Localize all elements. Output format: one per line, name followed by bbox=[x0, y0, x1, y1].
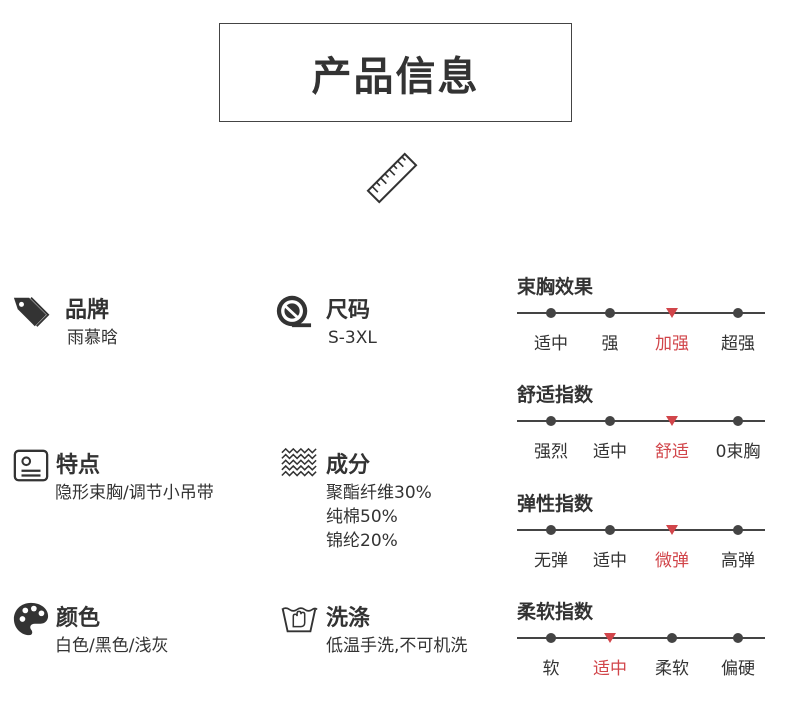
material-label: 成分 bbox=[326, 453, 371, 478]
scale-dot bbox=[733, 633, 743, 643]
scale-option: 偏硬 bbox=[721, 659, 755, 679]
label-card-icon bbox=[13, 449, 49, 482]
scale-dot bbox=[605, 525, 615, 535]
scale-line bbox=[517, 529, 765, 531]
wash-value: 低温手洗,不可机洗 bbox=[326, 636, 468, 656]
ruler-icon bbox=[366, 152, 418, 204]
field-features: 特点 隐形束胸/调节小吊带 bbox=[12, 447, 262, 507]
scale-option: 0束胸 bbox=[715, 442, 761, 462]
scale-elasticity: 弹性指数 无弹 适中 微弹 高弹 bbox=[517, 489, 765, 579]
scale-dot bbox=[605, 308, 615, 318]
selected-marker-icon bbox=[666, 525, 678, 535]
color-label: 颜色 bbox=[56, 606, 101, 631]
scale-dot bbox=[733, 308, 743, 318]
brand-label: 品牌 bbox=[65, 298, 110, 323]
field-color: 颜色 白色/黑色/浅灰 bbox=[12, 600, 232, 660]
scale-title: 弹性指数 bbox=[517, 493, 594, 515]
material-value-1: 聚酯纤维30% bbox=[326, 483, 432, 503]
size-label: 尺码 bbox=[326, 298, 371, 323]
material-value-2: 纯棉50% bbox=[326, 507, 398, 527]
scale-option: 适中 bbox=[593, 442, 627, 462]
hand-wash-icon bbox=[281, 607, 318, 633]
scale-option: 适中 bbox=[534, 334, 568, 354]
scale-comfort: 舒适指数 强烈 适中 舒适 0束胸 bbox=[517, 380, 765, 470]
fabric-icon bbox=[281, 447, 317, 477]
scale-dot bbox=[546, 633, 556, 643]
scale-option: 无弹 bbox=[534, 551, 568, 571]
scale-dot bbox=[605, 416, 615, 426]
scale-dot bbox=[733, 525, 743, 535]
wash-label: 洗涤 bbox=[326, 606, 371, 631]
selected-marker-icon bbox=[666, 308, 678, 318]
brand-value: 雨慕晗 bbox=[67, 328, 118, 348]
scale-option: 柔软 bbox=[655, 659, 689, 679]
scale-dot bbox=[733, 416, 743, 426]
scale-option-selected: 适中 bbox=[593, 659, 627, 679]
palette-icon bbox=[13, 602, 49, 636]
scale-title: 柔软指数 bbox=[517, 601, 594, 623]
size-value: S-3XL bbox=[328, 328, 377, 348]
features-value: 隐形束胸/调节小吊带 bbox=[55, 483, 214, 503]
scale-option: 高弹 bbox=[721, 551, 755, 571]
scale-title: 舒适指数 bbox=[517, 384, 594, 406]
scale-option: 软 bbox=[542, 659, 560, 679]
field-wash: 洗涤 低温手洗,不可机洗 bbox=[280, 600, 500, 660]
selected-marker-icon bbox=[604, 633, 616, 643]
scale-softness: 柔软指数 软 适中 柔软 偏硬 bbox=[517, 597, 765, 687]
title-box: 产品信息 bbox=[219, 23, 572, 122]
field-material: 成分 聚酯纤维30% 纯棉50% 锦纶20% bbox=[280, 447, 480, 557]
color-value: 白色/黑色/浅灰 bbox=[55, 636, 169, 656]
scale-dot bbox=[546, 416, 556, 426]
tag-icon bbox=[13, 297, 50, 327]
scale-option-selected: 微弹 bbox=[655, 551, 689, 571]
scale-title: 束胸效果 bbox=[517, 276, 594, 298]
page-title: 产品信息 bbox=[311, 53, 480, 100]
field-size: 尺码 S-3XL bbox=[274, 292, 474, 352]
scale-dot bbox=[667, 633, 677, 643]
tape-measure-icon bbox=[276, 295, 312, 328]
scale-compression: 束胸效果 适中 强 加强 超强 bbox=[517, 272, 765, 362]
selected-marker-icon bbox=[666, 416, 678, 426]
field-brand: 品牌 雨慕晗 bbox=[12, 292, 232, 352]
scale-option-selected: 舒适 bbox=[655, 442, 689, 462]
scale-dot bbox=[546, 525, 556, 535]
scale-option-selected: 加强 bbox=[655, 334, 689, 354]
scale-dot bbox=[546, 308, 556, 318]
scale-option: 强 bbox=[601, 334, 619, 354]
features-label: 特点 bbox=[56, 453, 101, 478]
scale-option: 强烈 bbox=[534, 442, 568, 462]
scale-option: 超强 bbox=[721, 334, 755, 354]
scale-line bbox=[517, 312, 765, 314]
material-value-3: 锦纶20% bbox=[326, 531, 398, 551]
scale-line bbox=[517, 637, 765, 639]
scale-line bbox=[517, 420, 765, 422]
scale-option: 适中 bbox=[593, 551, 627, 571]
